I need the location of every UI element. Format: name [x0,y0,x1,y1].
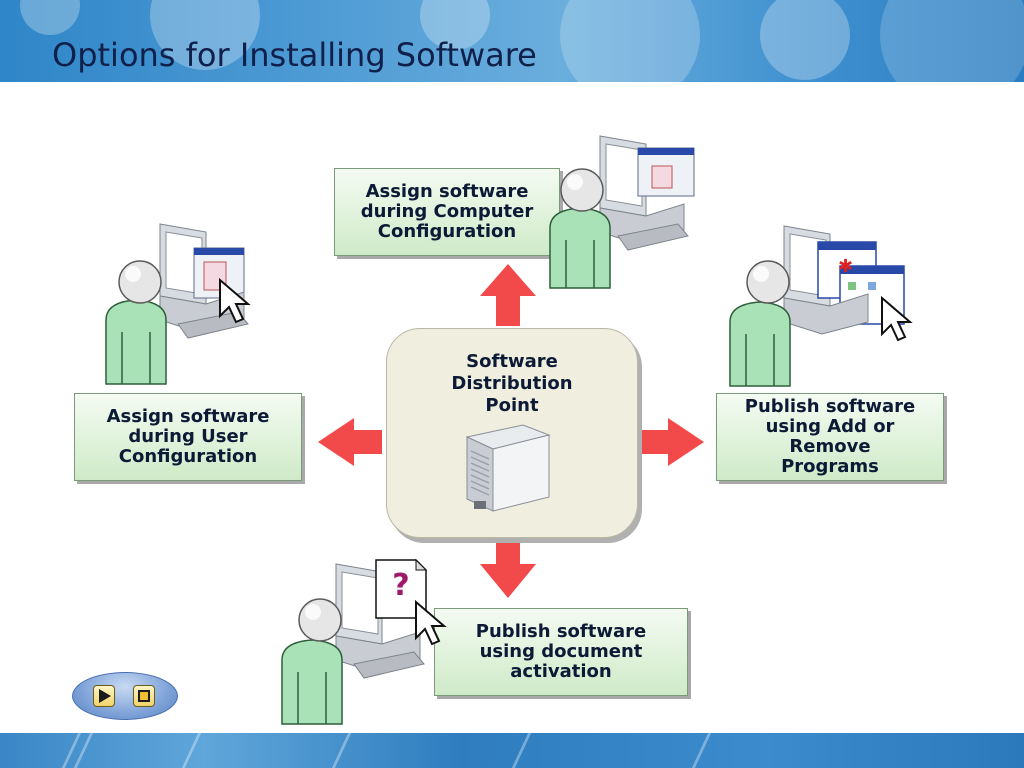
svg-text:✱: ✱ [838,256,853,277]
option-user-configuration: Assign software during User Configuratio… [74,393,302,481]
option-text: during Computer [360,201,534,222]
option-text: Assign software [106,406,270,427]
software-distribution-point: Software Distribution Point [386,328,638,538]
slide-nav-control[interactable] [72,672,178,720]
label-line: Software [466,351,558,372]
stop-icon[interactable] [133,685,155,707]
option-text: Remove [789,436,871,457]
option-text: Publish software [744,396,916,417]
option-text: Configuration [118,446,258,467]
option-text: Publish software [475,621,647,642]
mouse-pointer-icon [219,277,251,324]
distribution-point-label: Software Distribution Point [387,351,637,417]
label-line: Point [485,395,539,416]
decorative-streak [511,733,532,768]
question-mark-icon: ? [392,568,410,603]
decorative-bubble [760,0,850,80]
user-at-computer-icon [105,223,251,385]
slide-title: Options for Installing Software [52,36,537,74]
user-at-computer-icon [549,135,695,289]
document-icon [375,559,427,619]
option-text: Programs [781,456,879,477]
option-text: during User [128,426,248,447]
decorative-bubble [20,0,80,35]
decorative-bubble [560,0,700,82]
label-line: Distribution [451,373,573,394]
option-text: activation [510,661,612,682]
decorative-streak [331,733,352,768]
option-computer-configuration: Assign software during Computer Configur… [334,168,560,256]
option-add-remove-programs: Publish software using Add or Remove Pro… [716,393,944,481]
mouse-pointer-icon [415,599,447,646]
decorative-bubble [880,0,1024,82]
server-icon [465,424,551,512]
option-text: Assign software [365,181,529,202]
user-at-computer-icon: ✱ [729,225,913,387]
option-text: Configuration [377,221,517,242]
option-document-activation: Publish software using document activati… [434,608,688,696]
user-at-computer-icon [281,558,447,725]
mouse-pointer-icon [881,295,913,342]
option-text: using document [479,641,643,662]
header-banner [0,0,1024,82]
decorative-streak [181,733,202,768]
decorative-streak [691,733,712,768]
play-icon[interactable] [93,685,115,707]
footer-banner [0,733,1024,768]
option-text: using Add or [765,416,895,437]
